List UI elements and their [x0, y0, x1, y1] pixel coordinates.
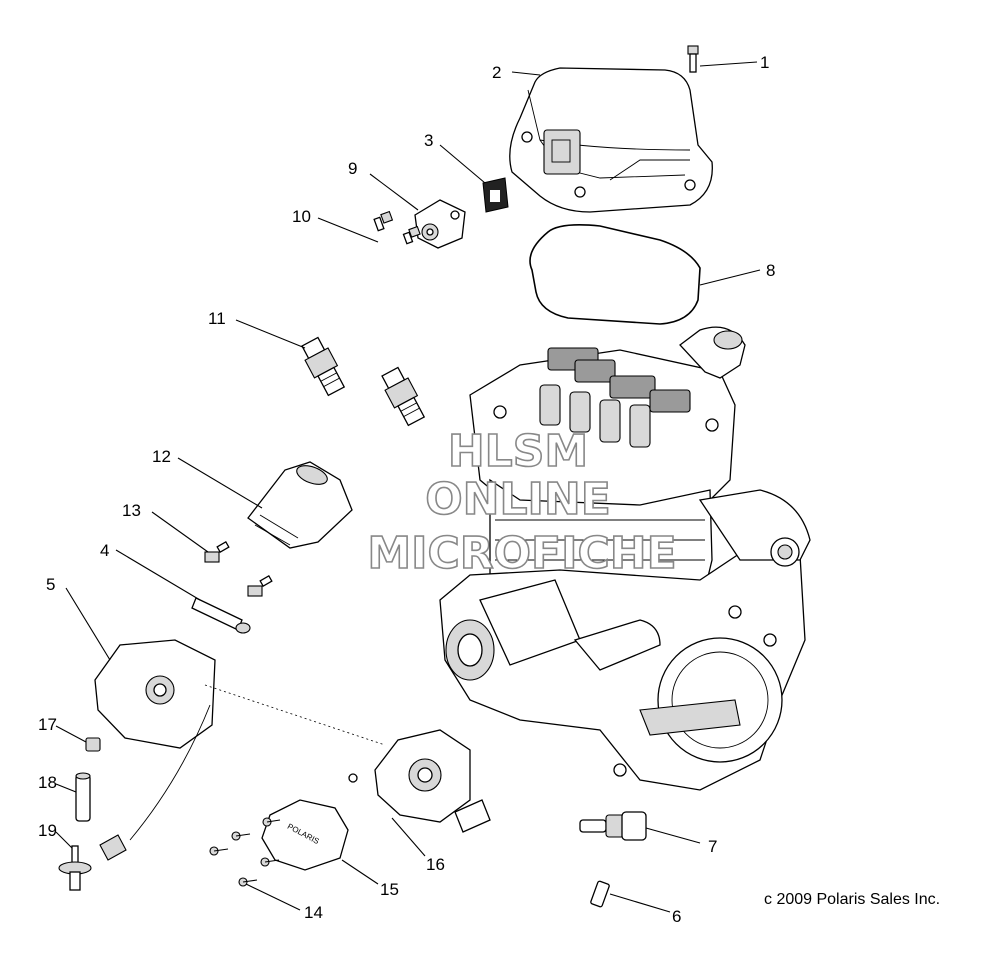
breather-tube	[75, 772, 91, 822]
throttle-body	[94, 639, 216, 861]
callout-11: 11	[208, 309, 226, 328]
vent-fitting	[58, 845, 92, 891]
valve-cover-decal	[482, 177, 509, 213]
relation-line	[204, 684, 386, 746]
watermark-line-2: ONLINE	[425, 474, 611, 525]
valve-springs	[539, 347, 691, 448]
temperature-sensor	[579, 811, 647, 841]
callout-6: 6	[672, 907, 681, 926]
callout-16: 16	[426, 855, 445, 874]
callout-14: 14	[304, 903, 323, 922]
callout-5: 5	[46, 575, 55, 594]
mount-bolts	[373, 210, 421, 245]
callout-8: 8	[766, 261, 775, 280]
cover-bolt	[687, 45, 699, 73]
valve-cover-gasket	[529, 224, 701, 325]
callout-2: 2	[492, 63, 501, 82]
leader-lines	[55, 61, 761, 913]
callout-18: 18	[38, 773, 57, 792]
callout-10: 10	[292, 207, 311, 226]
boot-bolts	[204, 541, 273, 597]
callout-13: 13	[122, 501, 141, 520]
callout-15: 15	[380, 880, 399, 899]
callout-7: 7	[708, 837, 717, 856]
watermark: HLSM ONLINE MICROFICHE	[367, 425, 678, 580]
callout-1: 1	[760, 53, 769, 72]
spark-plugs	[301, 336, 426, 427]
valve-cover	[509, 67, 713, 213]
cover-plate: POLARIS	[261, 799, 349, 871]
watermark-line-3: MICROFICHE	[367, 528, 676, 579]
thermostat-housing	[348, 729, 491, 833]
callout-labels: 1 2 3 4 5 6 7 8 9 10 11 12 13 14 15 16 1…	[38, 53, 775, 926]
sensor-mount	[414, 199, 466, 249]
hose-rod	[191, 597, 251, 634]
callout-12: 12	[152, 447, 171, 466]
callout-19: 19	[38, 821, 57, 840]
intake-boot	[247, 461, 353, 549]
watermark-line-1: HLSM	[448, 426, 588, 477]
cover-screws	[209, 817, 281, 887]
callout-4: 4	[100, 541, 109, 560]
locating-pin	[590, 880, 610, 908]
small-plug	[85, 737, 101, 752]
copyright-text: c 2009 Polaris Sales Inc.	[764, 891, 940, 908]
callout-9: 9	[348, 159, 357, 178]
callout-17: 17	[38, 715, 57, 734]
callout-3: 3	[424, 131, 433, 150]
engine-assembly	[439, 326, 811, 791]
